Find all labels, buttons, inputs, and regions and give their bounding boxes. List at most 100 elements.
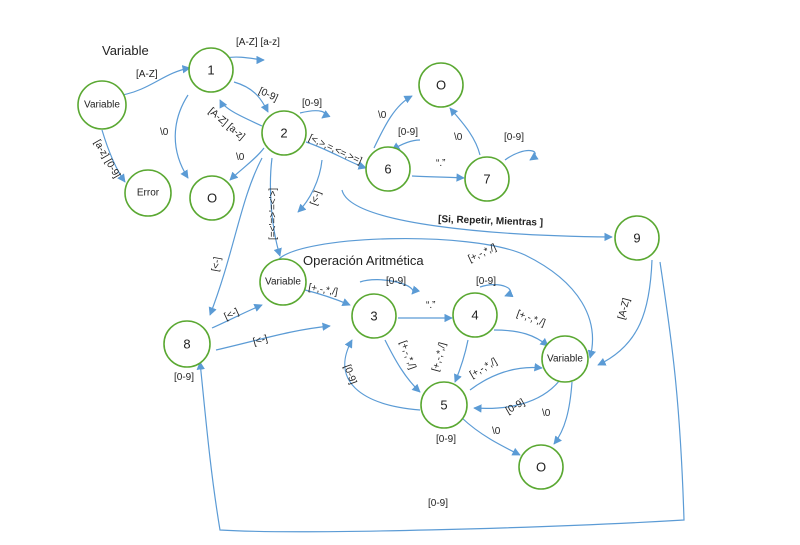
svg-text:6: 6	[384, 162, 391, 177]
node-o-a: O	[189, 175, 235, 221]
edge-2-to-6	[305, 141, 367, 170]
edge-2-to-8	[208, 157, 263, 316]
edge-loop-2	[299, 110, 331, 119]
svg-text:O: O	[536, 460, 546, 475]
edge-9-to-8	[196, 261, 685, 533]
label-loop-1: [A-Z] [a-z]	[236, 37, 280, 48]
edge-loop-1	[225, 55, 265, 65]
edge-2-to-1	[219, 99, 263, 127]
label-2-to-o: \0	[236, 152, 245, 163]
svg-text:8: 8	[183, 337, 190, 352]
svg-text:3: 3	[370, 309, 377, 324]
node-9: 9	[614, 215, 660, 261]
label-1-to-2: [0-9]	[257, 86, 280, 105]
svg-text:4: 4	[471, 308, 478, 323]
label-3-to-5: [+,-,*,/]	[397, 339, 418, 371]
svg-text:O: O	[207, 191, 217, 206]
edge-5-to-3	[344, 339, 421, 411]
label-2-to-var-mid: [=<'=>'=<'>]	[268, 188, 279, 240]
edge-var-mid-to-right	[277, 237, 596, 359]
svg-text:Error: Error	[137, 188, 160, 199]
svg-text:7: 7	[483, 172, 490, 187]
edge-loop-7	[504, 150, 539, 161]
label-5-to-3: [0-9]	[341, 363, 358, 386]
label-2-to-1: [A-Z] [a-z]	[206, 106, 247, 143]
label-1-to-o: \0	[160, 127, 169, 138]
label-var-mid-to-right: [+,-,*,/]	[467, 242, 499, 265]
edge-1-to-2	[233, 81, 269, 113]
node-1: 1	[188, 47, 234, 93]
node-variable-mid: Variable	[259, 258, 307, 306]
node-3: 3	[351, 293, 397, 339]
label-loop-8: [0-9]	[174, 372, 194, 383]
label-9-to-8: [0-9]	[428, 498, 448, 509]
label-loop-3: [0-9]	[386, 276, 406, 287]
edge-var-mid-to-3	[304, 289, 351, 306]
node-5: 5	[420, 381, 468, 429]
edge-4-to-5	[454, 339, 469, 383]
label-5-to-var-right: [+,-,*,/]	[468, 356, 499, 381]
edge-5-to-o	[461, 417, 521, 456]
edge-4-to-var-right	[493, 329, 549, 347]
edge-loop-3	[359, 279, 421, 295]
node-o-c: O	[518, 444, 564, 490]
edge-7-to-o	[449, 107, 481, 156]
edge-3-to-5	[384, 339, 421, 393]
node-o-b: O	[418, 62, 464, 108]
label-loop-2: [0-9]	[302, 98, 322, 109]
node-2: 2	[261, 110, 307, 156]
edge-var-to-1	[121, 65, 191, 96]
label-loop-6: [0-9]	[398, 127, 418, 138]
label-6-to-o: \0	[378, 110, 387, 121]
label-2-to-8: [<-]	[210, 256, 223, 273]
edge-2-to-9	[341, 189, 613, 242]
edge-5-to-var-right	[469, 362, 543, 391]
label-5-to-o: \0	[492, 426, 501, 437]
label-var-mid-to-3: [+,-,*,/]	[307, 282, 338, 298]
svg-text:9: 9	[633, 231, 640, 246]
edge-2-to-var-mid-b	[297, 159, 323, 213]
label-2-to-9: [Si, Repetir, Mientras ]	[438, 214, 543, 229]
svg-text:O: O	[436, 78, 446, 93]
label-loop-4: [0-9]	[476, 276, 496, 287]
label-2-to-6: [<,>,=,<=,>=]	[307, 133, 364, 167]
svg-text:Variable: Variable	[547, 354, 583, 365]
node-6: 6	[365, 146, 411, 192]
edge-6-to-7	[411, 173, 465, 182]
edge-9-to-var-right	[597, 259, 653, 366]
svg-text:1: 1	[207, 63, 214, 78]
title-operacion-aritmetica: Operación Aritmética	[303, 253, 424, 268]
node-error: Error	[124, 169, 172, 217]
title-variable: Variable	[102, 43, 149, 58]
label-var-to-1: [A-Z]	[136, 69, 158, 80]
node-8: 8	[163, 320, 211, 368]
node-7: 7	[464, 156, 510, 202]
label-6-to-7: “.”	[436, 158, 445, 169]
edge-6-to-o	[373, 95, 413, 149]
label-var-right-to-o: \0	[542, 408, 551, 419]
edge-2-to-var-mid	[269, 157, 282, 257]
label-loop-5: [0-9]	[436, 434, 456, 445]
edge-var-right-to-5	[473, 379, 561, 413]
label-9-to-var-right: [A-Z]	[616, 297, 632, 321]
svg-text:5: 5	[440, 398, 447, 413]
svg-text:Variable: Variable	[265, 277, 301, 288]
edge-var-to-error	[101, 129, 126, 183]
label-4-to-var-right: [+,-,*,/]	[515, 308, 547, 329]
node-4: 4	[452, 292, 498, 338]
label-2-to-var-mid-b: [<-]	[308, 189, 323, 207]
label-4-to-5: [+,-,*,/]	[430, 341, 448, 373]
edge-1-to-o	[174, 94, 189, 179]
label-loop-7: [0-9]	[504, 132, 524, 143]
label-var-right-to-5: [0-9]	[504, 397, 527, 417]
label-3-to-4: “.”	[426, 300, 435, 311]
edge-8-to-3	[215, 322, 331, 351]
svg-text:Variable: Variable	[84, 100, 120, 111]
label-8-to-var-mid: [<-]	[223, 306, 241, 322]
edge-2-to-o	[229, 147, 265, 181]
svg-text:2: 2	[280, 126, 287, 141]
node-variable-start: Variable	[77, 80, 127, 130]
label-8-to-3: [<-]	[252, 333, 269, 347]
edge-var-right-to-o	[553, 381, 573, 445]
